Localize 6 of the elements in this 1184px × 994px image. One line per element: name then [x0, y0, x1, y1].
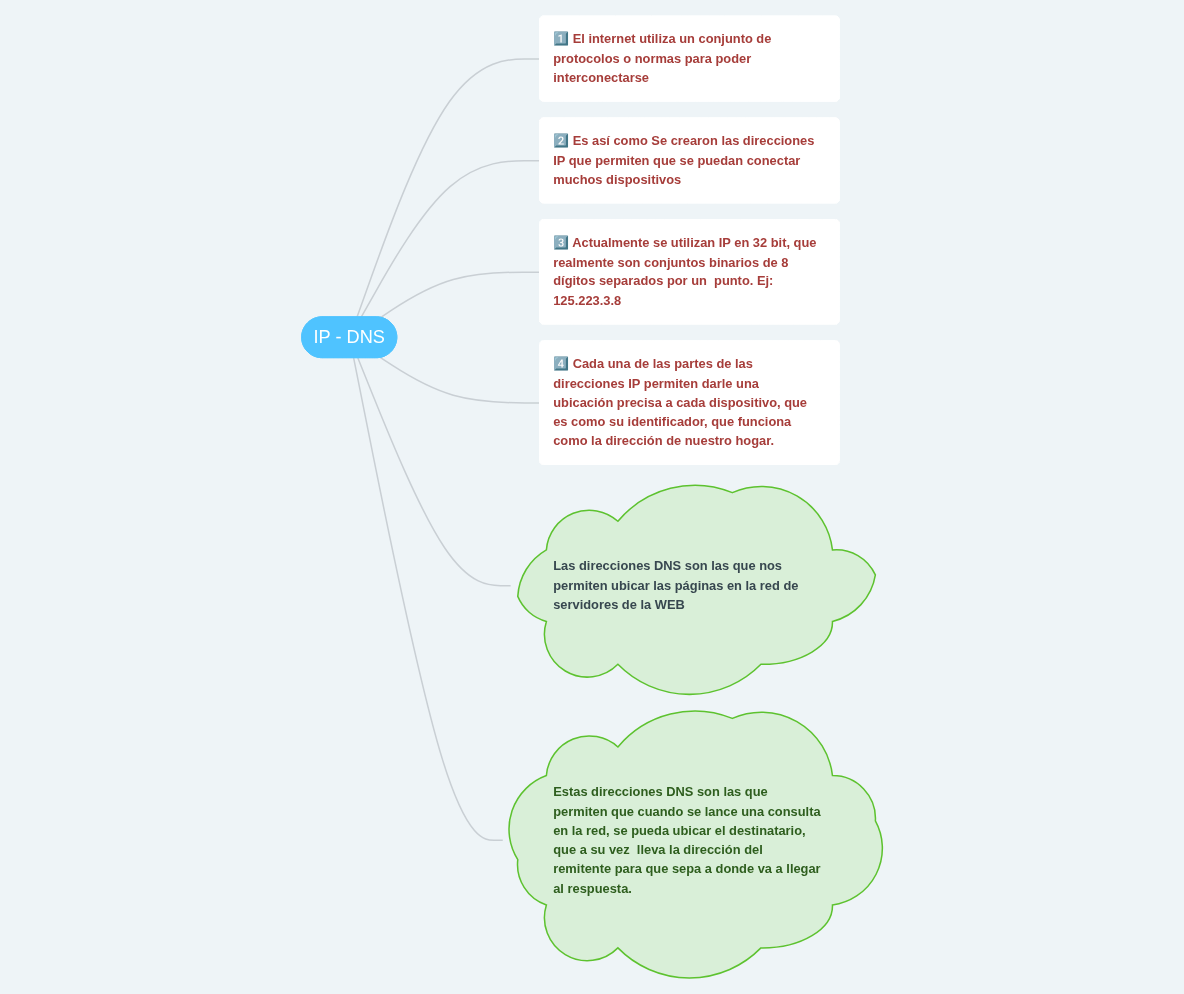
connector — [360, 159, 541, 318]
connector — [356, 58, 541, 318]
connector — [352, 357, 504, 842]
connector — [357, 357, 512, 587]
connector — [379, 271, 541, 319]
connector — [379, 356, 541, 404]
